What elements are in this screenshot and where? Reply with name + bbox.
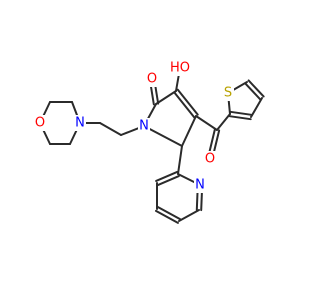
- double-bond-line: [247, 79, 265, 98]
- atom-label-background: [138, 118, 150, 134]
- acyl-oxygen-label: O: [205, 152, 215, 167]
- double-bond-line: [156, 175, 180, 187]
- atom-label-background: [146, 71, 158, 87]
- double-bond-line: [173, 91, 196, 119]
- double-bond-line: [155, 170, 179, 182]
- single-bond: [155, 90, 177, 105]
- hydroxyl-label: HO: [170, 61, 190, 76]
- ring-nitrogen-label: N: [139, 119, 149, 134]
- ketone-oxygen-label: O: [147, 72, 157, 87]
- atom-label-background: [34, 115, 46, 131]
- single-bond: [181, 115, 197, 147]
- double-bond-line: [154, 209, 179, 224]
- single-bond: [250, 97, 263, 118]
- atom-label-background: [169, 60, 191, 76]
- single-bond: [99, 122, 122, 136]
- thiophene-sulfur-label: S: [224, 86, 232, 101]
- single-bond: [178, 209, 200, 222]
- single-bond: [216, 113, 231, 131]
- double-bond-line: [244, 82, 262, 101]
- double-bond-line: [157, 206, 182, 221]
- single-bond: [177, 145, 183, 175]
- atom-label-background: [74, 115, 86, 131]
- single-bond: [195, 115, 218, 131]
- double-bond-line: [228, 115, 252, 121]
- morpholine-oxygen-label: O: [35, 116, 45, 131]
- double-bond-line: [229, 110, 253, 116]
- pyridine-nitrogen-label: N: [195, 178, 205, 193]
- atom-label-background: [204, 151, 216, 167]
- single-bond: [143, 125, 183, 147]
- atom-label-background: [222, 85, 234, 101]
- double-bond-line: [176, 88, 199, 116]
- atom-label-background: [194, 177, 206, 193]
- morpholine-nitrogen-label: N: [75, 116, 85, 131]
